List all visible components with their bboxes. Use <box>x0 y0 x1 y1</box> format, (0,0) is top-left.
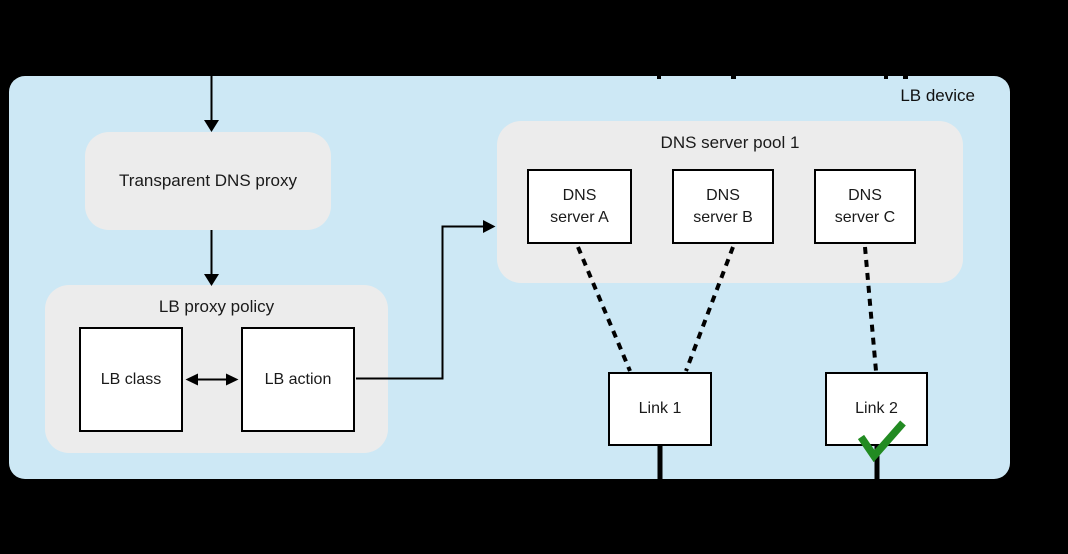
lb-device-label: LB device <box>900 86 975 105</box>
dns-server-b-node: DNS server B <box>672 169 774 244</box>
dns-server-c-label-line2: server C <box>834 208 896 226</box>
transparent-dns-proxy-label: Transparent DNS proxy <box>119 171 297 190</box>
link-1-label: Link 1 <box>638 400 682 417</box>
lb-action-node: LB action <box>241 327 355 432</box>
dns-server-c-node: DNS server C <box>814 169 916 244</box>
dns-server-pool-title: DNS server pool 1 <box>660 133 800 152</box>
dns-server-c-label-line1: DNS <box>848 186 882 204</box>
lb-action-label: LB action <box>264 370 332 388</box>
dns-server-b-label-line2: server B <box>693 208 753 226</box>
link-2-label: Link 2 <box>855 400 898 417</box>
dns-server-a-label-line2: server A <box>550 208 609 226</box>
lb-proxy-policy-title: LB proxy policy <box>158 297 275 316</box>
link-1-node: Link 1 <box>608 372 712 446</box>
lb-class-node: LB class <box>79 327 183 432</box>
transparent-dns-proxy-node: Transparent DNS proxy <box>85 132 331 230</box>
dns-server-a-label-line1: DNS <box>562 186 597 204</box>
dns-server-a-node: DNS server A <box>527 169 632 244</box>
link-2-node: Link 2 <box>825 372 928 446</box>
dns-server-b-label-line1: DNS <box>706 186 740 204</box>
lb-class-label: LB class <box>100 370 162 388</box>
